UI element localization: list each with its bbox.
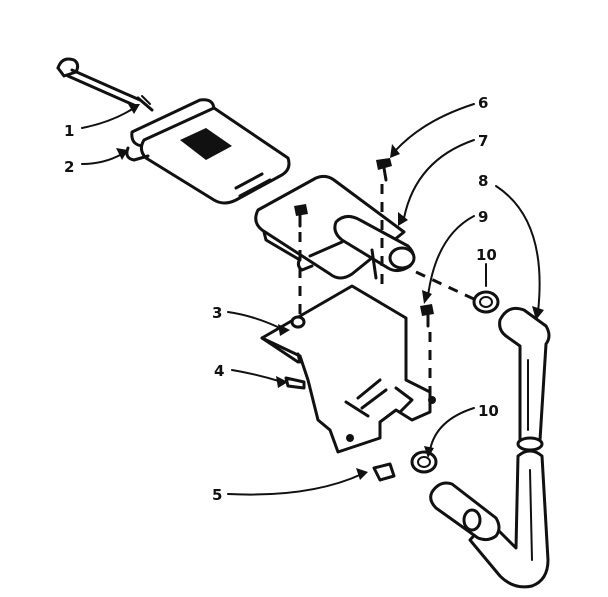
callout-7: 7 xyxy=(478,132,488,150)
callout-5: 5 xyxy=(212,486,222,504)
part-10-ring-upper xyxy=(472,290,500,314)
part-5-clip xyxy=(372,462,396,482)
screw-9 xyxy=(420,304,434,328)
part-7-valve-body xyxy=(254,174,416,280)
screw-top-left xyxy=(294,204,308,228)
callout-3: 3 xyxy=(212,304,222,322)
callout-2: 2 xyxy=(64,158,74,176)
callout-4: 4 xyxy=(214,362,224,380)
part-4-clip xyxy=(284,376,306,390)
part-8-hose xyxy=(429,306,551,589)
callout-10-upper: 10 xyxy=(476,246,497,264)
part-1-tube xyxy=(56,57,154,112)
part-3-bracket xyxy=(260,284,436,454)
callout-8: 8 xyxy=(478,172,488,190)
callout-1: 1 xyxy=(64,122,74,140)
part-10-ring-lower xyxy=(410,450,438,474)
callout-9: 9 xyxy=(478,208,488,226)
pad-dark-square xyxy=(180,128,232,160)
align-line-5 xyxy=(415,270,477,302)
screw-6 xyxy=(376,158,392,182)
leaders xyxy=(81,103,544,496)
part-2-pad xyxy=(125,98,291,205)
callout-10-lower: 10 xyxy=(478,402,499,420)
callout-6: 6 xyxy=(478,94,488,112)
